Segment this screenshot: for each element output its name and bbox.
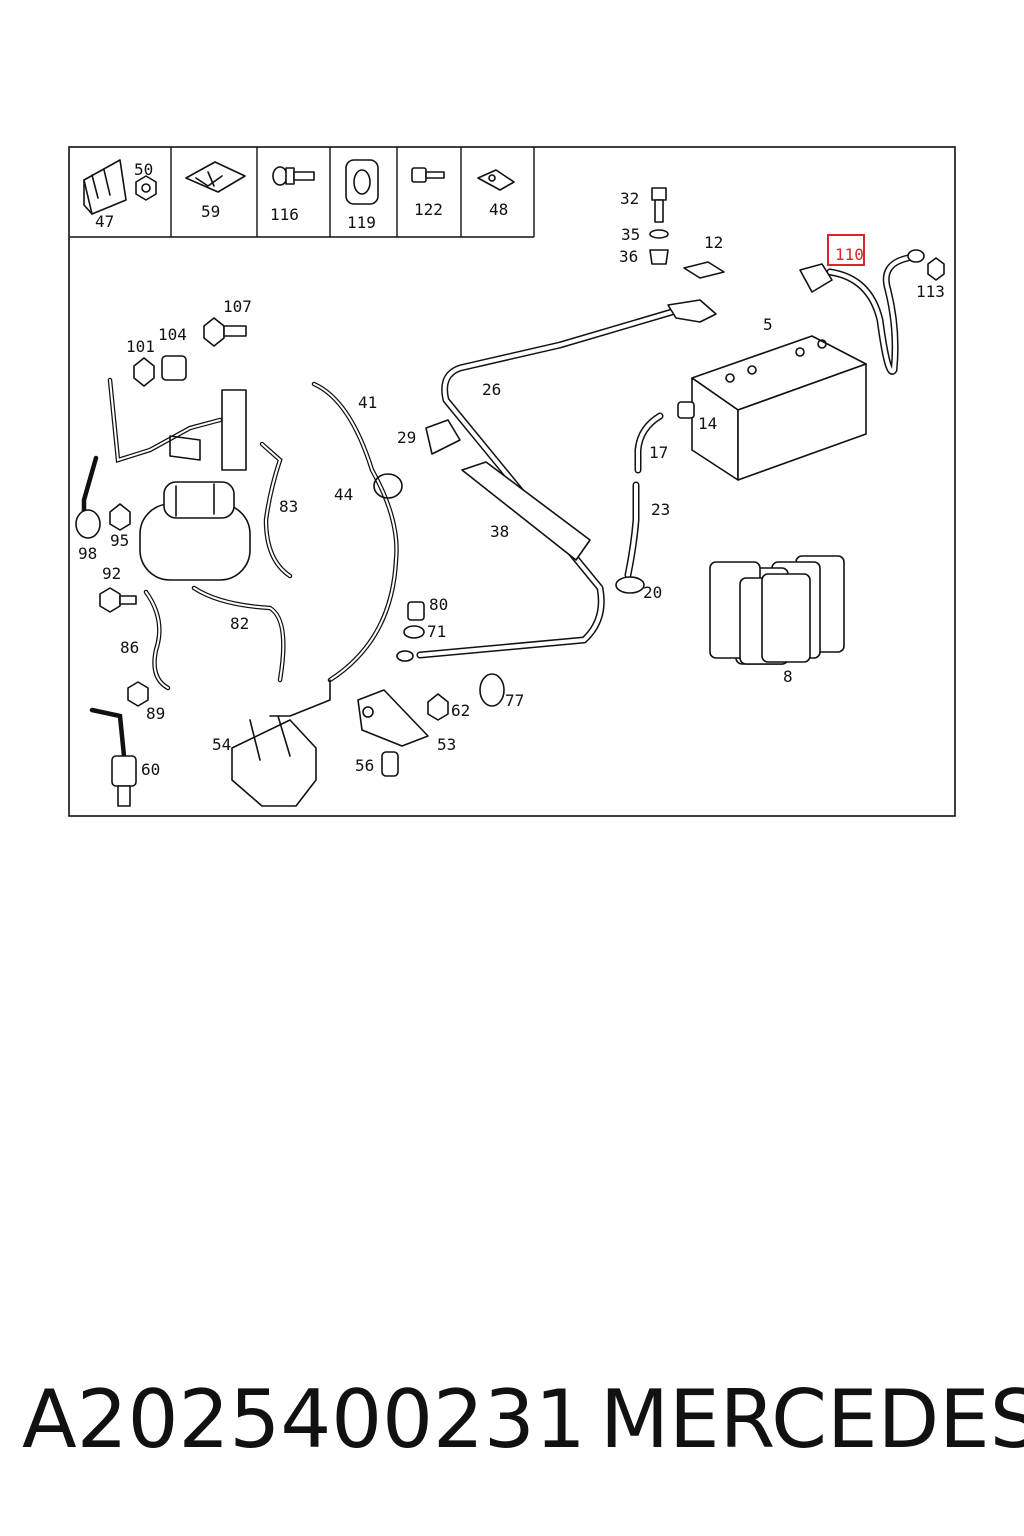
- label-48: 48: [489, 200, 508, 219]
- label-12: 12: [704, 233, 723, 252]
- bolt-107-shape: [203, 317, 247, 347]
- label-8: 8: [783, 667, 793, 686]
- cable-83-shape: [259, 441, 293, 579]
- label-50: 50: [134, 160, 153, 179]
- holder-53-shape: [357, 689, 429, 747]
- label-26: 26: [482, 380, 501, 399]
- nut-101-shape: [133, 357, 155, 387]
- nut-113-shape: [927, 257, 945, 281]
- label-104: 104: [158, 325, 187, 344]
- bolt-92-shape: [99, 587, 137, 613]
- grommet-77-shape: [479, 673, 505, 707]
- ring-71-shape: [403, 625, 425, 639]
- cable-53-link-shape: [269, 679, 331, 717]
- label-92: 92: [102, 564, 121, 583]
- label-110-highlighted: 110: [835, 245, 864, 264]
- grommet-20-shape: [615, 576, 645, 594]
- bracket-38-shape: [461, 461, 591, 561]
- hose-23-shape: [624, 481, 640, 579]
- bolt-116-shape: [272, 166, 315, 186]
- label-35: 35: [621, 225, 640, 244]
- bracket-47-shape: [83, 159, 127, 215]
- hose-17-shape: [634, 412, 664, 474]
- label-107: 107: [223, 297, 252, 316]
- label-77: 77: [505, 691, 524, 710]
- caption-bar: A2025400231 MERCEDES: [0, 1370, 1024, 1470]
- battery-5-shape: [691, 335, 867, 481]
- cable-82-shape: [191, 585, 286, 683]
- sleeve-80-shape: [407, 601, 425, 621]
- part-number-text: A2025400231: [22, 1373, 586, 1466]
- clamp-29-shape: [425, 419, 461, 455]
- label-113: 113: [916, 282, 945, 301]
- label-17: 17: [649, 443, 668, 462]
- label-82: 82: [230, 614, 249, 633]
- label-47: 47: [95, 212, 114, 231]
- cells-8-shape: [709, 555, 845, 665]
- label-62: 62: [451, 701, 470, 720]
- label-23: 23: [651, 500, 670, 519]
- label-80: 80: [429, 595, 448, 614]
- diagram-frame: [68, 146, 956, 817]
- clip-48-shape: [477, 169, 515, 191]
- label-95: 95: [110, 531, 129, 550]
- label-53: 53: [437, 735, 456, 754]
- label-98: 98: [78, 544, 97, 563]
- label-54: 54: [212, 735, 231, 754]
- label-122: 122: [414, 200, 443, 219]
- washer-35-shape: [649, 229, 669, 239]
- label-101: 101: [126, 337, 155, 356]
- regulator-54-shape: [231, 715, 317, 807]
- nut-104-shape: [161, 355, 187, 381]
- screw-122-shape: [411, 167, 445, 183]
- nut-50-shape: [135, 175, 157, 201]
- nut-36-shape: [649, 249, 669, 265]
- grommet-119-shape: [345, 159, 379, 205]
- sensor-60-shape: [89, 707, 137, 807]
- label-44: 44: [334, 485, 353, 504]
- label-86: 86: [120, 638, 139, 657]
- label-32: 32: [620, 189, 639, 208]
- nut-98-shape: [75, 509, 101, 539]
- cable-110-shape: [799, 249, 925, 375]
- clip-59-shape: [185, 161, 246, 193]
- sleeve-56-shape: [381, 751, 399, 777]
- label-56: 56: [355, 756, 374, 775]
- nut-62-shape: [427, 693, 449, 721]
- brand-text: MERCEDES: [600, 1373, 1024, 1466]
- cable-41-shape: [311, 381, 403, 683]
- nut-95-shape: [109, 503, 131, 531]
- label-71: 71: [427, 622, 446, 641]
- label-83: 83: [279, 497, 298, 516]
- bolt-89-shape: [127, 681, 149, 707]
- cable-86-shape: [143, 589, 171, 691]
- label-20: 20: [643, 583, 662, 602]
- label-5: 5: [763, 315, 773, 334]
- bolt-32-shape: [651, 187, 667, 223]
- label-29: 29: [397, 428, 416, 447]
- header-box-row: [69, 147, 535, 238]
- highlight-box-110: [827, 234, 865, 266]
- label-119: 119: [347, 213, 376, 232]
- label-41: 41: [358, 393, 377, 412]
- label-38: 38: [490, 522, 509, 541]
- cable-26-shape: [396, 308, 676, 662]
- label-36: 36: [619, 247, 638, 266]
- vent-14-shape: [677, 401, 695, 419]
- label-116: 116: [270, 205, 299, 224]
- label-14: 14: [698, 414, 717, 433]
- label-89: 89: [146, 704, 165, 723]
- terminal-12-shape: [667, 261, 725, 323]
- label-60: 60: [141, 760, 160, 779]
- label-59: 59: [201, 202, 220, 221]
- starter-motor-shape: [139, 481, 251, 581]
